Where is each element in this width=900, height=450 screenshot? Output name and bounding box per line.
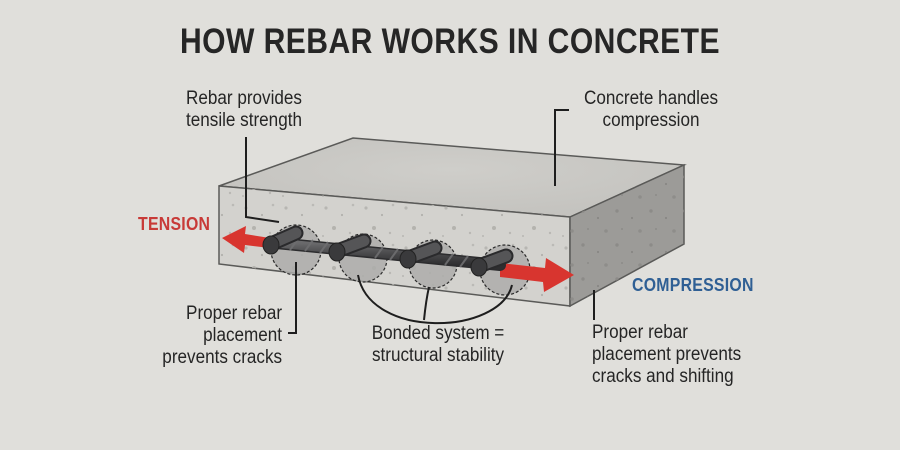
tension-label: TENSION	[138, 214, 211, 234]
leader-line-concrete	[554, 109, 569, 186]
label-line: compression	[602, 110, 700, 131]
label-line: tensile strength	[186, 110, 302, 131]
compression-arrow	[500, 258, 574, 292]
label-rebar-tensile: Rebar provides tensile strength	[186, 88, 302, 132]
leader-line-placement-left	[288, 262, 297, 334]
label-line: cracks and shifting	[592, 366, 734, 387]
rebar	[262, 225, 514, 277]
rebar-stub	[328, 233, 372, 262]
label-line: Bonded system =	[371, 323, 505, 344]
compression-label: COMPRESSION	[632, 275, 754, 295]
label-line: placement	[203, 325, 282, 346]
label-line: Proper rebar	[592, 322, 689, 343]
label-line: structural stability	[371, 345, 505, 366]
label-line: Concrete handles	[583, 88, 719, 109]
leader-line-rebar	[245, 137, 280, 223]
label-line: placement prevents	[592, 344, 742, 365]
tension-arrow	[222, 226, 270, 253]
label-line: prevents cracks	[162, 347, 282, 368]
label-placement-left: Proper rebar placement prevents cracks	[162, 303, 282, 369]
label-placement-right: Proper rebar placement prevents cracks a…	[592, 322, 741, 388]
leader-line-bonded	[357, 274, 513, 325]
label-line: Proper rebar	[185, 303, 282, 324]
rebar-stub	[399, 240, 443, 269]
leader-line-bonded-stem	[423, 286, 430, 321]
label-concrete-compression: Concrete handles compression	[570, 88, 732, 132]
page-title: HOW REBAR WORKS IN CONCRETE	[179, 22, 721, 61]
label-bonded-system: Bonded system = structural stability	[348, 323, 528, 367]
label-line: Rebar provides	[186, 88, 302, 109]
rebar-stub	[470, 248, 514, 277]
rebar-stub	[262, 225, 304, 255]
